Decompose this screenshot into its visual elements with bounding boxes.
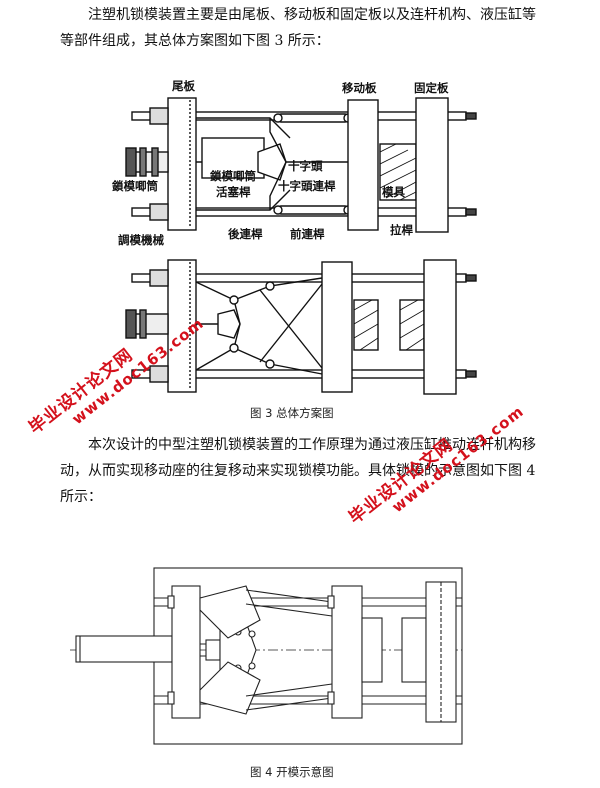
intro-paragraph-line1: 注塑机锁模装置主要是由尾板、移动板和固定板以及连杆机构、液压缸等: [88, 7, 536, 23]
label-piston-rod: 活塞桿: [216, 185, 251, 199]
work-paragraph-line3: 所示：: [60, 489, 102, 505]
fig4-tail-plate: [171, 585, 201, 719]
label-cross-head-link: 十字頭連桿: [278, 179, 336, 193]
fixed-plate: [415, 97, 449, 233]
label-fixed-plate: 固定板: [414, 81, 449, 95]
mold: [379, 143, 417, 201]
label-rear-link: 後連桿: [228, 227, 263, 241]
label-lock-cylinder-mid: 鎖模唧筒: [210, 169, 256, 183]
figure-4-caption: 图 4 开模示意图: [250, 765, 334, 779]
label-cross-head: 十字頭: [288, 159, 323, 173]
label-moving-plate: 移动板: [342, 81, 377, 95]
tail-plate: [167, 97, 197, 231]
label-lock-cylinder-left: 鎖模唧筒: [112, 179, 158, 193]
moving-plate: [347, 99, 379, 231]
intro-paragraph-line2: 等部件组成，其总体方案图如下图 3 所示：: [60, 33, 330, 49]
work-paragraph-line1: 本次设计的中型注塑机锁模装置的工作原理为通过液压缸推动连杆机构移: [88, 437, 536, 453]
label-tail-plate: 尾板: [171, 79, 195, 93]
lock-cylinder: [131, 151, 169, 173]
label-tie-bar: 拉桿: [390, 223, 413, 237]
label-mold: 模具: [382, 185, 405, 199]
label-front-link: 前連桿: [290, 227, 325, 241]
fig4-moving-plate: [331, 585, 363, 719]
label-mold-adjust: 調模機械: [118, 233, 164, 247]
hydraulic-cylinder: [75, 635, 173, 663]
work-paragraph-line2: 动，从而实现移动座的往复移动来实现锁模功能。具体锁模的示意图如下图 4: [60, 463, 536, 479]
figure-3-diagram: 尾板 移动板 固定板 十字頭 鎖模唧筒 鎖模唧筒 活塞桿 十字頭連桿 模具 調模…: [112, 79, 477, 395]
figure-3-caption: 图 3 总体方案图: [250, 406, 334, 420]
figure-4-diagram: [70, 567, 463, 745]
